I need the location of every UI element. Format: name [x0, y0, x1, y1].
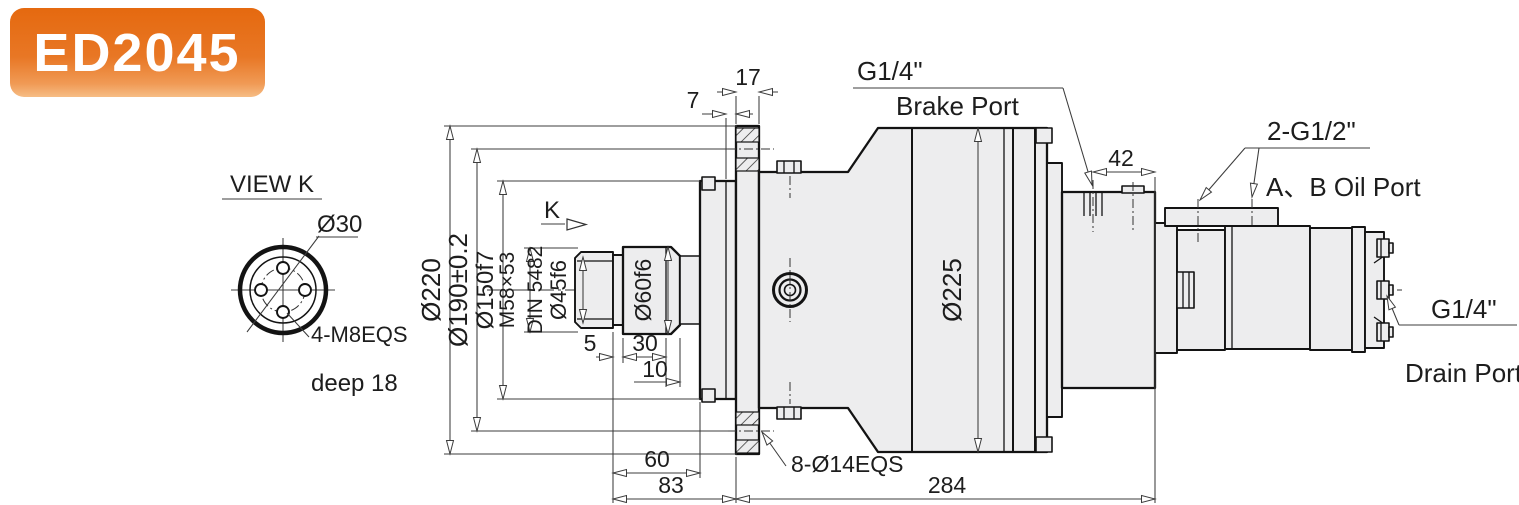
- brake-port-callout: G1/4" Brake Port: [853, 56, 1092, 185]
- view-k-hole-right: [298, 283, 312, 297]
- drain-port-callout: G1/4" Drain Port: [1387, 294, 1519, 388]
- oil-port-callout: 2-G1/2" A、B Oil Port: [1200, 116, 1421, 202]
- brake-housing: [1060, 190, 1157, 390]
- shaft-relief-groove: [612, 254, 624, 326]
- drain-plug-top: [1376, 238, 1394, 258]
- dim-label-d45: Ø45f6: [546, 260, 571, 320]
- housing-tab-top: [1035, 127, 1053, 144]
- view-k-d30-label: Ø30: [317, 211, 362, 238]
- dim-label-d150: Ø150f7: [472, 251, 499, 330]
- view-k-inner-circle: [249, 256, 317, 324]
- oil-port-plate: [1164, 207, 1279, 227]
- flange-hatch-1: [735, 127, 760, 143]
- view-direction-arrow: K: [541, 197, 589, 231]
- housing-tab-bottom: [1035, 436, 1053, 453]
- plug-tip: [1388, 284, 1394, 296]
- dim-label-30: 30: [632, 330, 658, 356]
- drain-port-thread-label: G1/4": [1431, 294, 1497, 324]
- pilot-screw-top: [701, 176, 716, 191]
- housing-bolt-bottom: [776, 406, 802, 420]
- view-k-depth-label: deep 18: [311, 370, 398, 397]
- plug-tip: [1388, 242, 1394, 254]
- adapter-ring: [1154, 222, 1178, 354]
- diameter-dimensions: Ø220 Ø190±0.2 Ø150f7 M58×53 DIN 5482 Ø45…: [416, 126, 978, 454]
- dim-label-17: 17: [735, 64, 761, 90]
- flange-holes-leader: [762, 432, 787, 467]
- dim-label-d225: Ø225: [937, 258, 967, 322]
- view-k-hole-left: [254, 283, 268, 297]
- shaft-stub: [679, 255, 701, 325]
- view-arrow-label: K: [544, 197, 560, 224]
- dim-label-60: 60: [644, 446, 670, 472]
- drain-plug-bottom: [1376, 322, 1394, 342]
- dim-label-5: 5: [584, 330, 597, 356]
- model-badge-label: ED2045: [33, 23, 240, 83]
- oil-port-leader-b: [1252, 147, 1260, 197]
- flange-hatch-2: [735, 157, 760, 172]
- view-k-holes-leader: [286, 312, 310, 338]
- flange-hatch-4: [735, 439, 760, 454]
- gearbox-housing: [757, 126, 1053, 454]
- view-k-hole-bottom: [276, 305, 290, 319]
- oil-port-thread-label: 2-G1/2": [1267, 116, 1356, 146]
- dim-label-284: 284: [928, 472, 967, 498]
- oil-port-name-label: A、B Oil Port: [1266, 172, 1421, 202]
- brake-port-thread-label: G1/4": [857, 56, 923, 86]
- center-plug-outer: [772, 272, 808, 308]
- view-k-outer-circle: [237, 244, 329, 336]
- housing-bolt-top: [776, 160, 802, 174]
- model-badge: ED2045: [10, 8, 265, 97]
- dim-label-d60: Ø60f6: [630, 259, 656, 322]
- brake-port-name-label: Brake Port: [896, 91, 1020, 121]
- dim-label-spline-spec: M58×53: [496, 252, 519, 328]
- dim-label-10: 10: [642, 356, 668, 382]
- valve-and-motor-section: [1154, 199, 1394, 354]
- plug-head: [1376, 238, 1390, 258]
- pilot-screw-bottom: [701, 388, 716, 403]
- plug-tip: [1388, 326, 1394, 338]
- view-arrow-icon: [566, 218, 589, 231]
- length-dimensions: 17 7 42 5 30 10 60 83 284: [584, 64, 1155, 503]
- view-k-detail: VIEW K Ø30 4-M8EQS deep 18: [222, 171, 408, 397]
- dim-label-83: 83: [658, 472, 684, 498]
- dim-label-42: 42: [1108, 145, 1134, 171]
- drain-port-name-label: Drain Port: [1405, 358, 1519, 388]
- drain-plug-middle: [1376, 280, 1394, 300]
- view-k-title: VIEW K: [230, 171, 314, 198]
- flange-holes-label: 8-Ø14EQS: [791, 451, 904, 477]
- mounting-flange: [734, 124, 761, 456]
- model-badge-background: [10, 8, 265, 97]
- brake-section: [1046, 162, 1157, 418]
- dim-label-d190: Ø190±0.2: [443, 233, 473, 347]
- front-housing: [698, 124, 774, 456]
- drain-port-leader: [1387, 296, 1400, 326]
- view-k-d30-leader: [246, 235, 320, 333]
- view-k-holes-label: 4-M8EQS: [311, 322, 408, 347]
- motor-body: [1224, 225, 1311, 350]
- brake-port-leader: [1062, 87, 1092, 185]
- flange-hatch-3: [735, 411, 760, 426]
- dim-label-7: 7: [687, 87, 700, 113]
- dim-label-d220: Ø220: [416, 258, 446, 322]
- motor-rear-section: [1309, 227, 1353, 351]
- side-hex-plug: [1176, 271, 1195, 309]
- motor-rear-ring: [1351, 226, 1366, 353]
- plug-head: [1376, 322, 1390, 342]
- oil-port-leader-a: [1200, 147, 1246, 200]
- dim-label-spline-std: DIN 5482: [524, 246, 547, 335]
- rear-cover-ring: [1046, 162, 1063, 418]
- shaft-spline-section: [574, 251, 614, 329]
- flange-holes-callout: 8-Ø14EQS: [762, 432, 904, 477]
- pilot-section: [698, 179, 738, 401]
- view-k-hole-top: [276, 261, 290, 275]
